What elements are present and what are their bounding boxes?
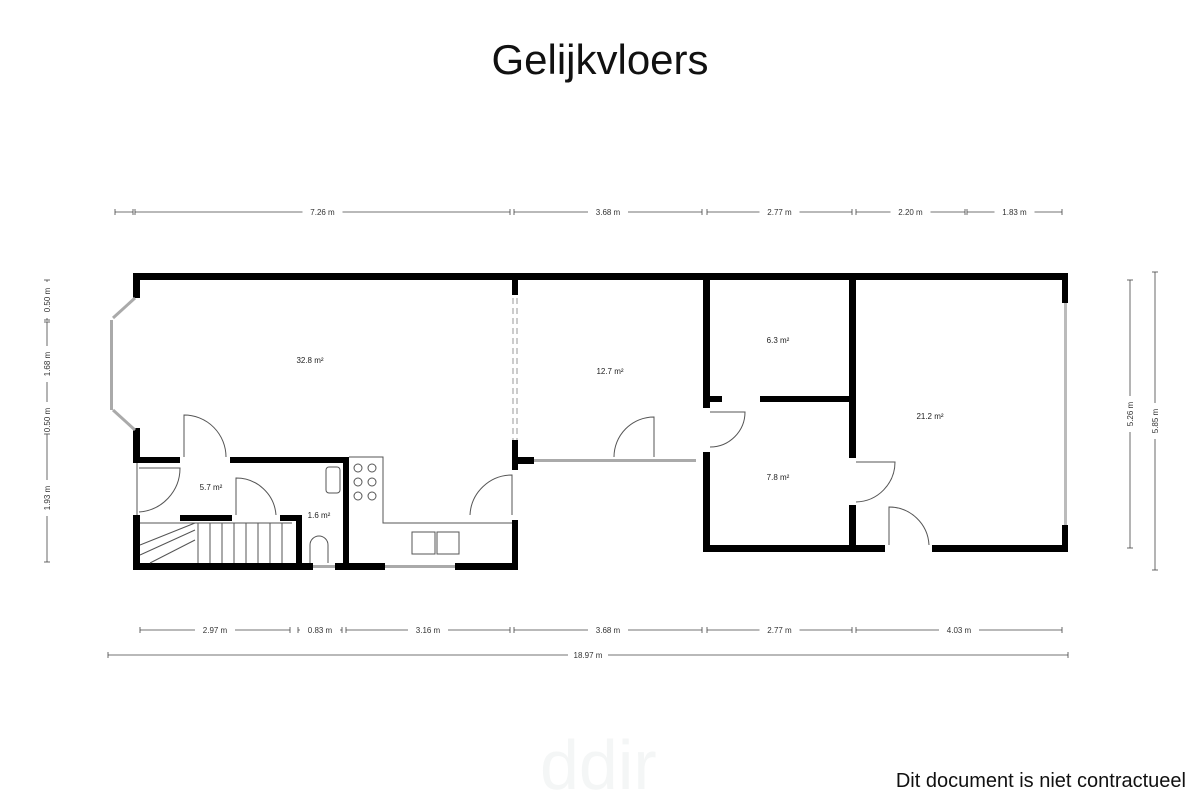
room-area-label: 1.6 m² [308,511,331,520]
dimension-label: 4.03 m [947,626,972,635]
dimension-label: 5.85 m [1151,408,1160,433]
room-area-label: 6.3 m² [767,336,790,345]
dimension-label: 18.97 m [574,651,603,660]
floor-title: Gelijkvloers [491,36,709,83]
room-area-label: 5.7 m² [200,483,223,492]
dimension-label: 3.16 m [416,626,441,635]
dimension-label: 3.68 m [596,208,621,217]
dimension-label: 5.26 m [1126,401,1135,426]
watermark: ddir [540,726,657,804]
dimension-label: 0.83 m [308,626,333,635]
dimension-label: 2.77 m [767,626,792,635]
room-area-label: 32.8 m² [296,356,323,365]
dimension-label: 1.93 m [43,485,52,510]
dimension-label: 1.68 m [43,351,52,376]
dimension-label: 2.77 m [767,208,792,217]
dimension-label: 0.50 m [43,287,52,312]
dimension-label: 2.20 m [898,208,923,217]
walls [110,273,1068,570]
room-area-label: 12.7 m² [596,367,623,376]
disclaimer-text: Dit document is niet contractueel [895,770,1186,792]
dimension-label: 0.50 m [43,407,52,432]
room-area-label: 7.8 m² [767,473,790,482]
dimension-label: 7.26 m [310,208,335,217]
room-area-label: 21.2 m² [916,412,943,421]
dimension-label: 1.83 m [1002,208,1027,217]
dimension-label: 2.97 m [203,626,228,635]
dimension-label: 3.68 m [596,626,621,635]
